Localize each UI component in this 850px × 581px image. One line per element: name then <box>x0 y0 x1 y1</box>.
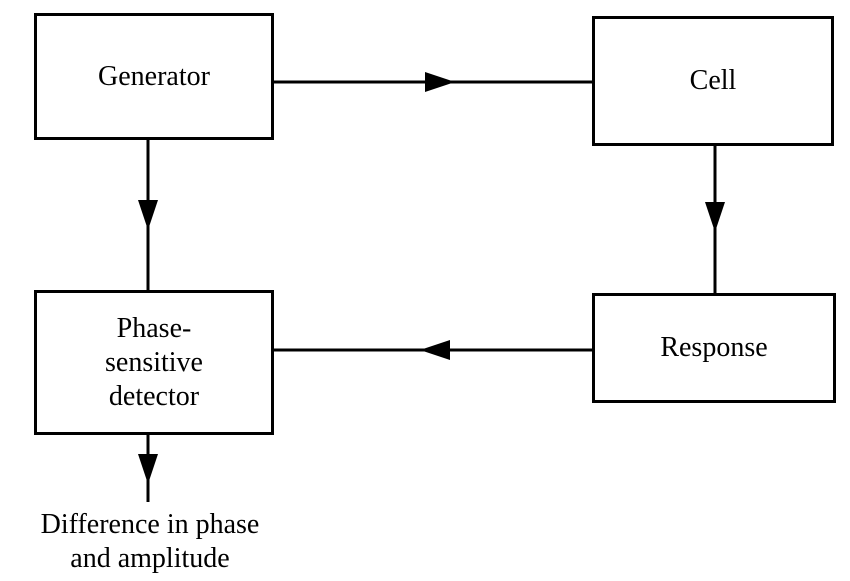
generator-box: Generator <box>34 13 274 140</box>
cell-box: Cell <box>592 16 834 146</box>
detector-label-line-2: sensitive <box>105 346 203 378</box>
detector-label-line-1: Phase- <box>116 312 192 344</box>
arrow-generator-to-cell <box>274 72 592 92</box>
arrow-detector-to-output <box>138 435 158 502</box>
arrow-response-to-detector <box>274 340 592 360</box>
detector-label-line-3: detector <box>108 380 200 412</box>
output-caption-line-2: and amplitude <box>70 543 230 574</box>
arrow-generator-to-detector <box>138 140 158 290</box>
output-caption-line-1: Difference in phase <box>40 509 260 540</box>
output-caption: Difference in phase and amplitude <box>0 508 300 576</box>
phase-sensitive-detector-box: Phase- sensitive detector <box>34 290 274 435</box>
cell-label: Cell <box>689 65 737 96</box>
response-box: Response <box>592 293 836 403</box>
generator-label: Generator <box>98 60 210 92</box>
response-label: Response <box>660 332 768 363</box>
arrow-cell-to-response <box>705 146 725 293</box>
